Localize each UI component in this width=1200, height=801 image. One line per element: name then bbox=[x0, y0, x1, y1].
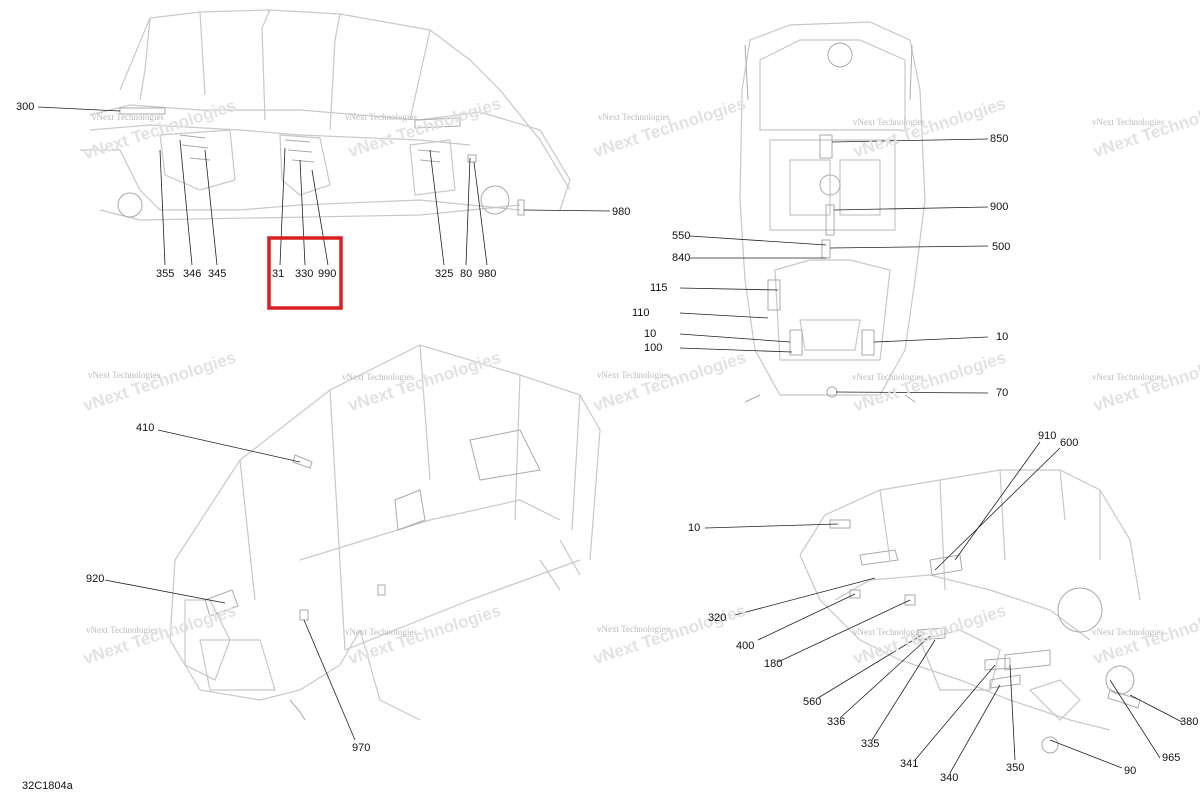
watermark-small: vNext Technologies bbox=[1092, 627, 1164, 637]
rear-view-vehicle bbox=[799, 469, 1141, 754]
callout-label: 965 bbox=[1162, 752, 1181, 764]
callout-label: 10 bbox=[688, 522, 701, 534]
callout-label: 900 bbox=[990, 201, 1009, 213]
callout-label: 341 bbox=[900, 758, 919, 770]
callout-label: 560 bbox=[803, 696, 822, 708]
watermark-small: vNext Technologies bbox=[345, 627, 417, 637]
callout-label: 80 bbox=[460, 268, 473, 280]
callout-label: 320 bbox=[708, 612, 727, 624]
callout-label: 10 bbox=[644, 328, 657, 340]
callout-label: 355 bbox=[156, 268, 175, 280]
callout-label: 380 bbox=[1180, 716, 1199, 728]
callout-label: 70 bbox=[996, 387, 1009, 399]
watermark-small: vNext Technologies bbox=[853, 627, 925, 637]
highlight-box bbox=[267, 236, 343, 310]
front-view-leaders bbox=[104, 429, 356, 741]
side-view-vehicle bbox=[80, 9, 571, 221]
watermark-small: vNext Technologies bbox=[852, 372, 924, 382]
watermark-small: vNext Technologies bbox=[1092, 117, 1164, 127]
callout-label: 335 bbox=[861, 738, 880, 750]
watermark-small: vNext Technologies bbox=[853, 117, 925, 127]
callout-label: 325 bbox=[435, 268, 454, 280]
callout-label: 600 bbox=[1060, 437, 1079, 449]
callout-label: 115 bbox=[650, 282, 668, 294]
top-view-vehicle bbox=[739, 21, 926, 403]
watermark-small: vNext Technologies bbox=[1092, 372, 1164, 382]
rear-view-leaders bbox=[704, 441, 1183, 774]
watermark-small: vNext Technologies bbox=[88, 370, 160, 380]
callout-label: 500 bbox=[992, 241, 1011, 253]
callout-label: 90 bbox=[1124, 765, 1137, 777]
watermark-small: vNext Technologies bbox=[342, 372, 414, 382]
watermark-small: vNext Technologies bbox=[92, 112, 164, 122]
front-view-vehicle bbox=[169, 344, 601, 721]
callout-label: 336 bbox=[827, 716, 846, 728]
callout-label: 990 bbox=[318, 268, 337, 280]
callout-label: 840 bbox=[672, 252, 691, 264]
callout-label: 920 bbox=[86, 573, 105, 585]
callout-label: 345 bbox=[208, 268, 227, 280]
callout-label: 400 bbox=[736, 640, 755, 652]
callout-label: 350 bbox=[1006, 762, 1025, 774]
watermark-small: vNext Technologies bbox=[597, 370, 669, 380]
callout-label: 980 bbox=[612, 206, 631, 218]
top-view-leaders bbox=[679, 138, 989, 394]
callout-label: 180 bbox=[764, 658, 783, 670]
watermark-small: vNext Technologies bbox=[598, 112, 670, 122]
callout-label: 910 bbox=[1038, 430, 1057, 442]
callout-label: 340 bbox=[940, 772, 959, 784]
diagram-id: 32C1804a bbox=[22, 780, 73, 792]
callout-label: 850 bbox=[990, 133, 1009, 145]
callout-label: 10 bbox=[996, 331, 1009, 343]
callout-label: 346 bbox=[183, 268, 202, 280]
callout-label: 410 bbox=[136, 422, 155, 434]
callout-label: 980 bbox=[478, 268, 497, 280]
watermark-small: vNext Technologies bbox=[345, 112, 417, 122]
watermark-small: vNext Technologies bbox=[597, 624, 669, 634]
side-view-leaders bbox=[37, 106, 611, 266]
watermark-small: vNext Technologies bbox=[86, 625, 158, 635]
callout-label: 31 bbox=[272, 268, 285, 280]
callout-label: 110 bbox=[632, 307, 650, 319]
callout-label: 100 bbox=[644, 342, 663, 354]
callout-label: 330 bbox=[295, 268, 314, 280]
callout-label: 300 bbox=[16, 101, 35, 113]
callout-label: 970 bbox=[352, 742, 371, 754]
callout-label: 550 bbox=[672, 230, 691, 242]
